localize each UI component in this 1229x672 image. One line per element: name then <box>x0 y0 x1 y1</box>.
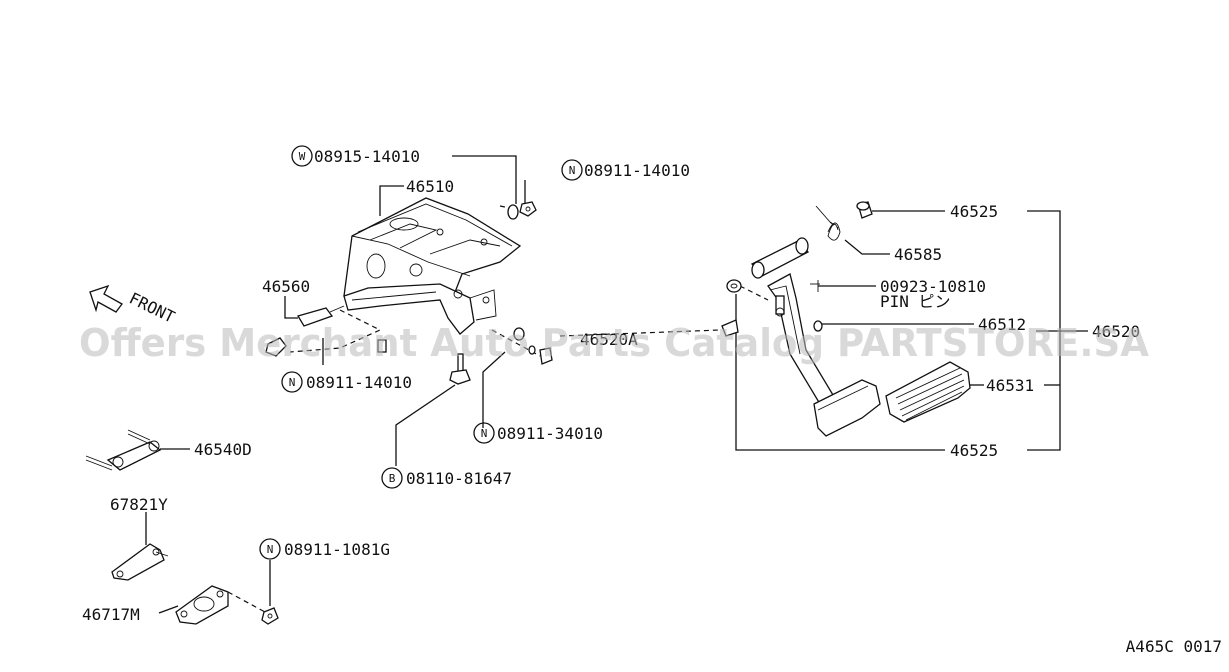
bolt-08110 <box>449 353 471 385</box>
label-67821y: 67821Y <box>110 495 168 514</box>
callout-b: B <box>389 472 396 485</box>
diagram-code: A465C 0017 <box>1126 637 1222 656</box>
label-00923-10810: 00923-10810 <box>880 277 986 296</box>
label-46531: 46531 <box>986 376 1034 395</box>
watermark: Offers Merchant Auto Parts Catalog PARTS… <box>79 321 1150 365</box>
label-46525-bottom: 46525 <box>950 441 998 460</box>
label-08911-14010-top: 08911-14010 <box>584 161 690 180</box>
callout-n1: N <box>569 164 576 177</box>
label-46520: 46520 <box>1092 322 1140 341</box>
part-labels: 08915-14010 08911-14010 46510 46525 4658… <box>82 147 1222 656</box>
callout-n2: N <box>289 376 296 389</box>
callout-circles: W N N N B N <box>259 145 583 560</box>
brake-pedal-46520 <box>726 201 881 437</box>
callout-n4: N <box>267 543 274 556</box>
callout-n3: N <box>481 427 488 440</box>
label-08911-34010: 08911-34010 <box>497 424 603 443</box>
label-46585: 46585 <box>894 245 942 264</box>
label-08915-14010: 08915-14010 <box>314 147 420 166</box>
label-46525-top: 46525 <box>950 202 998 221</box>
callout-w: W <box>299 150 306 163</box>
leader-lines <box>145 155 1088 614</box>
nut-08911-1081g <box>261 607 279 625</box>
label-46560: 46560 <box>262 277 310 296</box>
nut-center <box>513 319 739 365</box>
label-46717m: 46717M <box>82 605 140 624</box>
label-46510: 46510 <box>406 177 454 196</box>
plate-67821y <box>111 543 169 581</box>
washer-nut-top <box>507 201 537 220</box>
gasket-46717m <box>175 585 229 625</box>
label-46540d: 46540D <box>194 440 252 459</box>
pivot-bolt-46560 <box>265 305 387 357</box>
pedal-bracket-46510 <box>343 197 522 335</box>
label-08911-14010-bottom: 08911-14010 <box>306 373 412 392</box>
label-pin: PIN ピン <box>880 292 951 311</box>
label-08911-1081g: 08911-1081G <box>284 540 390 559</box>
bracket-46540d <box>85 429 162 471</box>
label-46512: 46512 <box>978 315 1026 334</box>
label-46520a: 46520A <box>580 330 638 349</box>
pedal-pad-cover-46531 <box>885 361 971 423</box>
label-08110-81647: 08110-81647 <box>406 469 512 488</box>
